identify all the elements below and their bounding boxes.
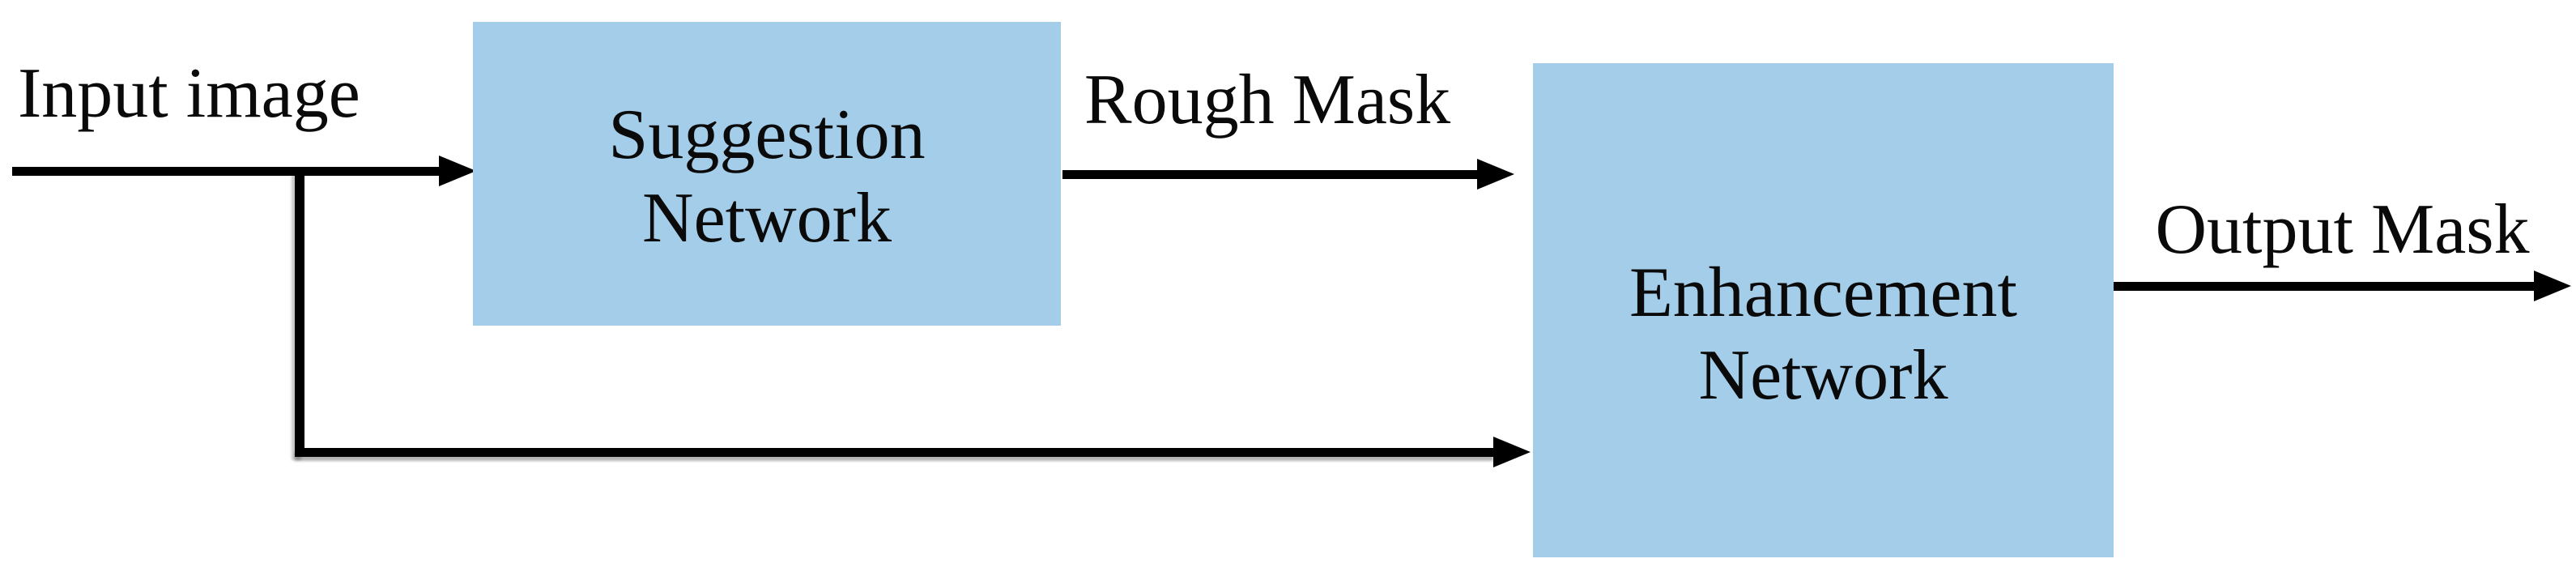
enhancement-node-label-line2: Network <box>1698 336 1948 415</box>
bypass-arrow-head-icon <box>1493 437 1531 467</box>
output-mask-arrow-head-icon <box>2534 271 2571 301</box>
suggestion-network-node-label: Suggestion Network <box>608 94 925 259</box>
input-image-label: Input image <box>18 54 360 133</box>
input-arrow <box>12 167 439 176</box>
output-mask-arrow <box>2114 282 2534 291</box>
rough-mask-arrow-head-icon <box>1477 159 1514 190</box>
input-arrow-head-icon <box>439 156 476 186</box>
bypass-connector-vertical <box>295 167 304 457</box>
enhancement-network-node-label: Enhancement Network <box>1629 252 2017 417</box>
bypass-connector-horizontal <box>295 448 1493 457</box>
rough-mask-label: Rough Mask <box>1084 61 1451 139</box>
suggestion-network-node: Suggestion Network <box>473 22 1061 326</box>
suggestion-node-label-line2: Network <box>642 178 892 258</box>
output-mask-label: Output Mask <box>2155 190 2530 269</box>
enhancement-node-label-line1: Enhancement <box>1629 253 2017 332</box>
suggestion-node-label-line1: Suggestion <box>608 96 926 175</box>
rough-mask-arrow <box>1062 170 1477 179</box>
enhancement-network-node: Enhancement Network <box>1533 63 2114 557</box>
